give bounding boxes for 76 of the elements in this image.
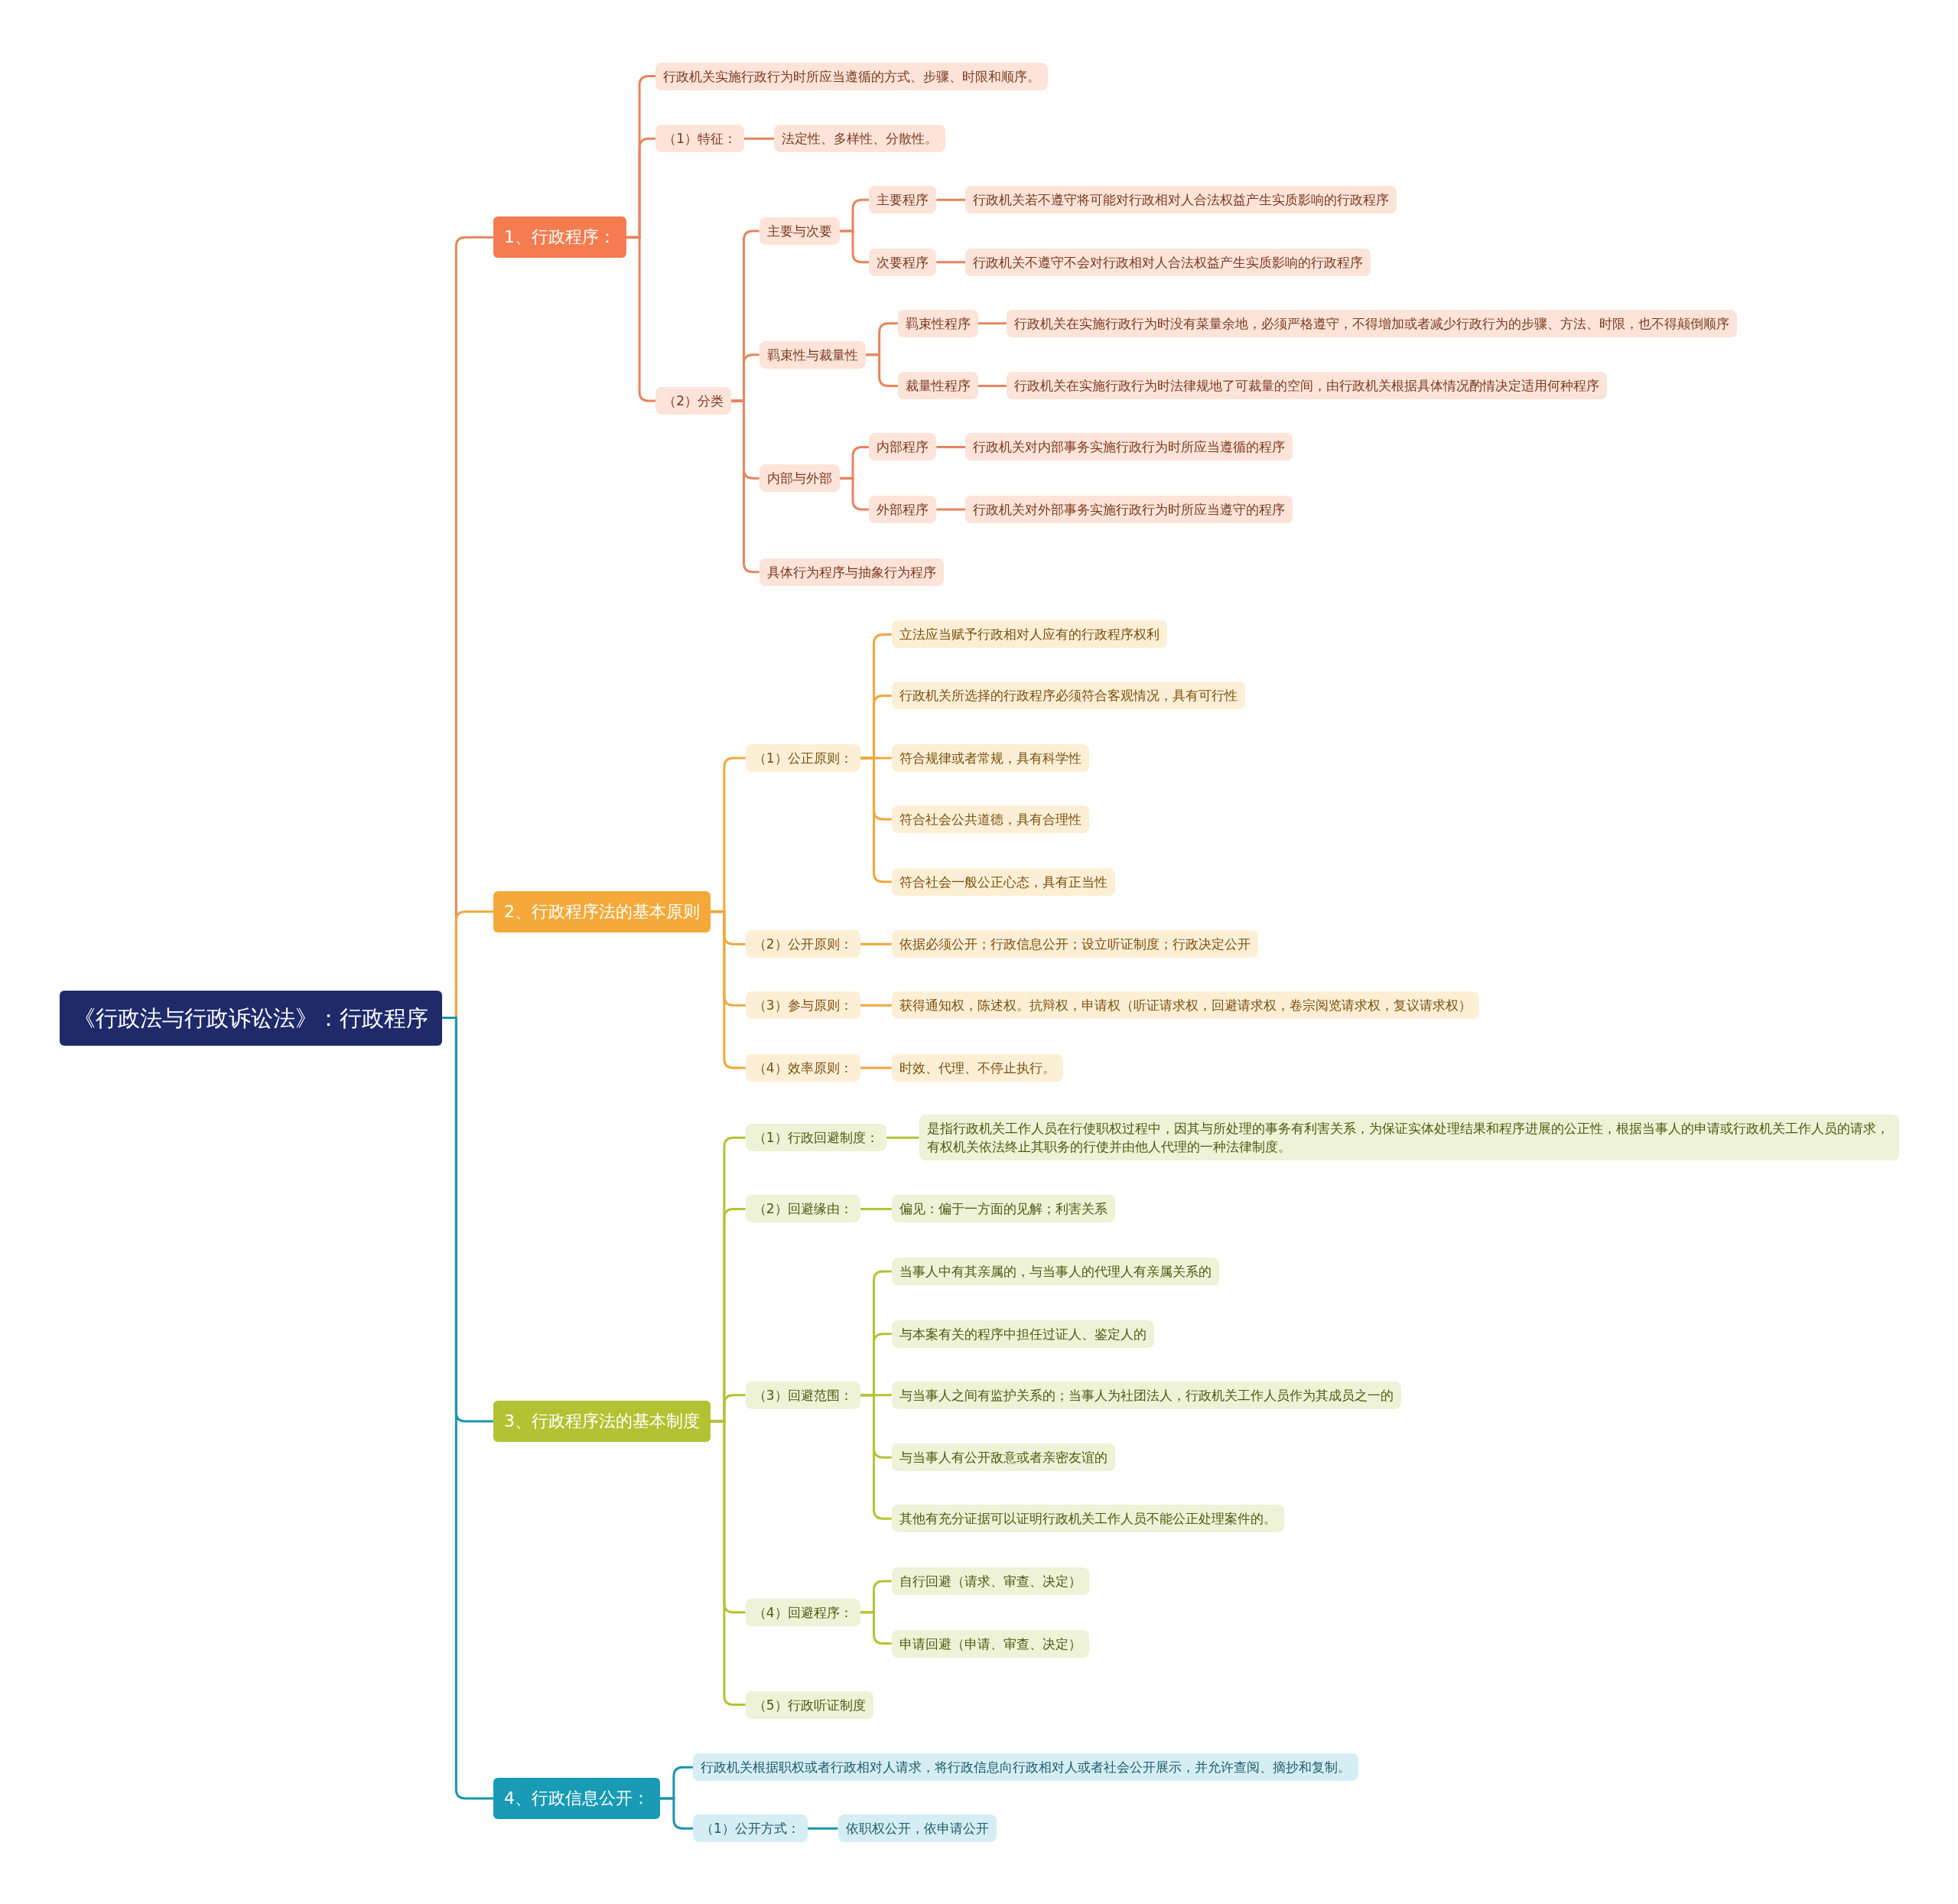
topic-box: 符合社会一般公正心态，具有正当性: [891, 867, 1115, 896]
connector-line: [936, 508, 966, 511]
topic-box: 行政机关根据职权或者行政相对人请求，将行政信息向行政相对人或者社会公开展示，并允许查阅、摘抄和复制。: [693, 1753, 1359, 1782]
branch-topic-box: 3、行政程序法的基本制度: [493, 1400, 711, 1442]
topic-box: （4）回避程序：: [745, 1598, 860, 1626]
branch-topic-box: 4、行政信息公开：: [493, 1778, 660, 1819]
topic-box: （4）效率原则：: [745, 1053, 860, 1082]
connector-line: [659, 1797, 694, 1830]
topic-box: （2）回避缘由：: [745, 1195, 860, 1223]
topic-box: 行政机关在实施行政行为时法律规地了可裁量的空间，由行政机关根据具体情况酌情决定适用何种程序: [1006, 372, 1607, 400]
topic-box: 行政机关在实施行政行为时没有菜量余地，必须严格遵守，不得增加或者减少行政行为的步骤、方法、时限，也不得颠倒顺序: [1006, 309, 1737, 337]
topic-box: 其他有充分证据可以证明行政机关工作人员不能公正处理案件的。: [891, 1505, 1284, 1533]
connector-line: [743, 137, 775, 140]
topic-box: 获得通知权，陈述权。抗辩权，申请权（听证请求权，回避请求权，卷宗阅览请求权，复议请求权）: [891, 991, 1479, 1020]
topic-box: 法定性、多样性、分散性。: [774, 125, 946, 153]
topic-box: 行政机关所选择的行政程序必须符合客观情况，具有可行性: [891, 682, 1245, 710]
topic-box: （1）公开方式：: [693, 1814, 808, 1843]
topic-box: 自行回避（请求、审查、决定）: [891, 1567, 1089, 1595]
topic-box: （3）参与原则：: [745, 991, 860, 1020]
topic-box: 羁束性程序: [897, 309, 978, 337]
connector-line: [860, 1394, 892, 1520]
topic-box: 立法应当赋予行政相对人应有的行政程序权利: [891, 620, 1167, 649]
topic-box: 当事人中有其亲属的，与当事人的代理人有亲属关系的: [891, 1258, 1219, 1286]
topic-box: 是指行政机关工作人员在行使职权过程中，因其与所处理的事务有利害关系，为保证实体处理结果和程序进展的公正性，根据当事人的申请或行政机关工作人员的请求，有权机关依法终止其职务的行使并由他人代理的一种法律制度。: [919, 1115, 1900, 1161]
topic-box: 内部与外部: [759, 464, 840, 493]
topic-box: 主要与次要: [759, 217, 840, 246]
topic-box: 时效、代理、不停止执行。: [891, 1053, 1063, 1082]
topic-box: 与本案有关的程序中担任过证人、鉴定人的: [891, 1320, 1154, 1348]
connector-line: [860, 1207, 892, 1210]
connector-line: [839, 477, 870, 511]
topic-box: 羁束性与裁量性: [759, 340, 866, 369]
connector-line: [886, 1136, 919, 1139]
connector-line: [936, 261, 966, 264]
connector-line: [936, 198, 966, 201]
topic-box: 与当事人之间有监护关系的；当事人为社团法人，行政机关工作人员作为其成员之一的: [891, 1381, 1401, 1409]
connector-line: [936, 446, 966, 448]
connector-line: [865, 353, 898, 387]
connector-line: [977, 385, 1007, 387]
topic-box: （2）分类: [655, 387, 731, 415]
topic-box: 依据必须公开；行政信息公开；设立听证制度；行政决定公开: [891, 930, 1258, 959]
topic-box: （1）特征：: [655, 125, 744, 153]
connector-line: [730, 399, 759, 574]
topic-box: 符合规律或者常规，具有科学性: [891, 744, 1089, 772]
topic-box: （1）公正原则：: [745, 744, 860, 772]
connector-line: [807, 1827, 838, 1830]
topic-box: （3）回避范围：: [745, 1381, 860, 1409]
topic-box: 符合社会公共道德，具有合理性: [891, 806, 1089, 833]
topic-box: 裁量性程序: [897, 372, 978, 400]
connector-line: [626, 236, 656, 402]
branch-topic-box: 2、行政程序法的基本原则: [493, 890, 711, 932]
connector-line: [860, 757, 892, 884]
topic-box: 行政机关实施行政行为时所应当遵循的方式、步骤、时限和顺序。: [655, 62, 1049, 90]
connector-line: [839, 229, 870, 264]
connector-line: [860, 942, 892, 945]
connector-line: [860, 1066, 892, 1069]
topic-box: 与当事人有公开敌意或者亲密友谊的: [891, 1443, 1115, 1472]
root-topic-box: 《行政法与行政诉讼法》：行政程序: [60, 990, 443, 1046]
topic-box: 内部程序: [869, 433, 937, 461]
topic-box: （5）行政听证制度: [745, 1691, 873, 1719]
topic-box: 行政机关对外部事务实施行政行为时所应当遵守的程序: [965, 496, 1293, 524]
topic-box: （1）行政回避制度：: [745, 1124, 886, 1152]
topic-box: 申请回避（申请、审查、决定）: [891, 1629, 1089, 1658]
topic-box: 依职权公开，依申请公开: [838, 1814, 997, 1843]
connector-line: [860, 1004, 892, 1007]
topic-box: 具体行为程序与抽象行为程序: [759, 558, 944, 586]
topic-box: （2）公开原则：: [745, 930, 860, 959]
branch-topic-box: 1、行政程序：: [493, 216, 626, 259]
topic-box: 偏见：偏于一方面的见解；利害关系: [891, 1195, 1115, 1223]
connector-line: [977, 322, 1007, 325]
connector-line: [860, 1611, 892, 1645]
topic-box: 行政机关若不遵守将可能对行政相对人合法权益产生实质影响的行政程序: [965, 186, 1397, 214]
topic-box: 次要程序: [869, 248, 937, 276]
topic-box: 主要程序: [869, 186, 937, 214]
topic-box: 行政机关不遵守不会对行政相对人合法权益产生实质影响的行政程序: [965, 248, 1371, 276]
topic-box: 行政机关对内部事务实施行政行为时所应当遵循的程序: [965, 433, 1293, 461]
topic-box: 外部程序: [869, 496, 937, 524]
